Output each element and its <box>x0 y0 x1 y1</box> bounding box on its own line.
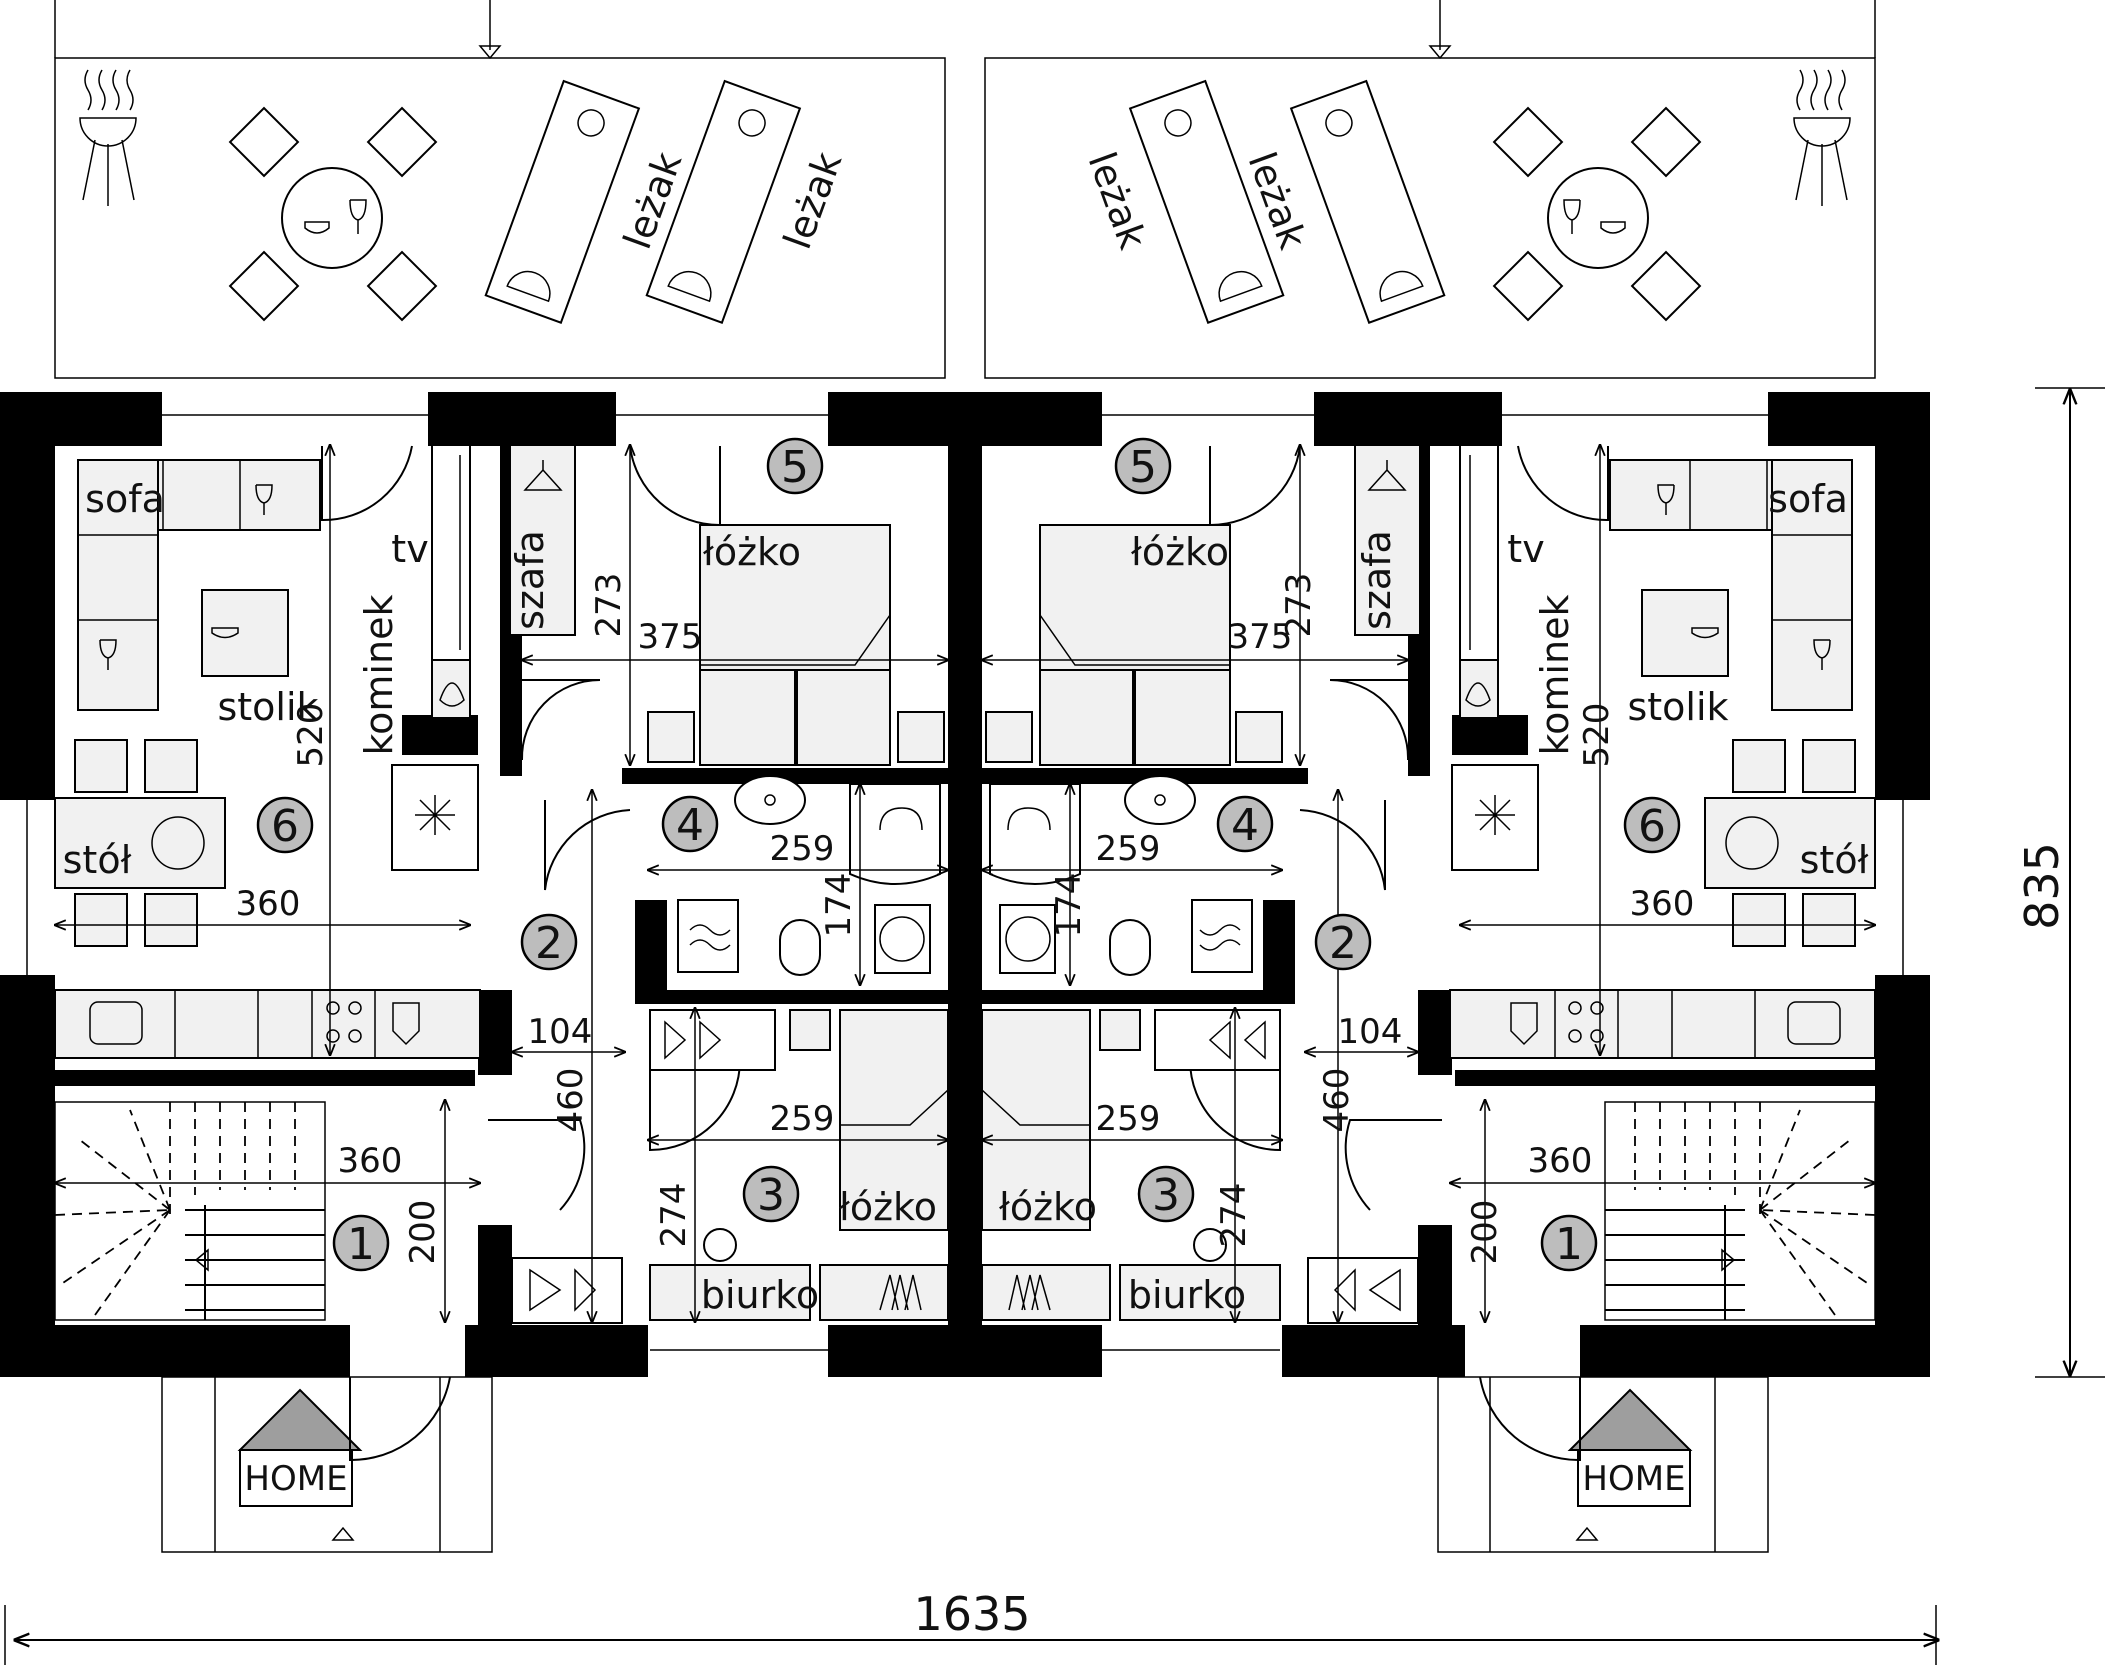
lounger-label: leżak <box>1080 146 1155 254</box>
dining-table-label: stół <box>63 838 132 882</box>
dim-bedroom3-width: 259 <box>1096 1099 1161 1139</box>
coffee-table-label: stolik <box>1627 685 1728 729</box>
dim-bath-depth: 174 <box>819 873 859 938</box>
total-width-label: 1635 <box>913 1587 1030 1641</box>
svg-text:6: 6 <box>271 801 299 852</box>
svg-text:5: 5 <box>1129 442 1157 493</box>
dim-hall-depth: 460 <box>1317 1068 1357 1133</box>
lounger-label: leżak <box>775 146 850 254</box>
room-marker-5: 5 <box>766 437 824 495</box>
svg-text:4: 4 <box>1231 800 1259 851</box>
wardrobe-label: szafa <box>1355 530 1399 630</box>
svg-text:2: 2 <box>1329 918 1357 969</box>
dim-bedroom5-depth: 273 <box>589 573 629 638</box>
svg-text:4: 4 <box>676 800 704 851</box>
bed-label: łóżko <box>703 530 801 574</box>
room-marker-1: 1 <box>1540 1214 1598 1272</box>
room-marker-2: 2 <box>520 913 578 971</box>
room-marker-6: 6 <box>1623 796 1681 854</box>
dim-living-width: 360 <box>1630 884 1695 924</box>
dim-hall-width: 104 <box>1338 1012 1403 1052</box>
bed-label: łóżko <box>999 1185 1097 1229</box>
total-depth-label: 835 <box>2015 842 2069 930</box>
dim-living-width: 360 <box>236 884 301 924</box>
unit-right <box>948 0 1930 1552</box>
room-marker-3: 3 <box>1137 1165 1195 1223</box>
dim-stair-depth: 200 <box>1465 1200 1505 1265</box>
tv-label: tv <box>1507 527 1544 571</box>
tv-label: tv <box>391 527 428 571</box>
room-marker-4: 4 <box>661 795 719 853</box>
wardrobe-label: szafa <box>508 530 552 630</box>
dim-living-depth: 520 <box>1577 703 1617 768</box>
fireplace-label: kominek <box>1533 595 1577 756</box>
dim-bedroom3-depth: 274 <box>654 1183 694 1248</box>
unit-left <box>0 0 982 1552</box>
dim-bath-depth: 174 <box>1049 873 1089 938</box>
room-marker-2: 2 <box>1314 913 1372 971</box>
room-marker-1: 1 <box>332 1214 390 1272</box>
room-marker-5: 5 <box>1114 437 1172 495</box>
coffee-table-label: stolik <box>217 685 318 729</box>
svg-text:1: 1 <box>347 1219 375 1270</box>
dim-hall-width: 104 <box>528 1012 593 1052</box>
dim-bedroom5-width: 375 <box>1228 617 1293 657</box>
svg-text:3: 3 <box>1152 1170 1180 1221</box>
dim-bedroom5-width: 375 <box>638 617 703 657</box>
dim-stair-width: 360 <box>1528 1141 1593 1181</box>
dim-hall-depth: 460 <box>551 1068 591 1133</box>
room-marker-6: 6 <box>256 796 314 854</box>
dim-bath-width: 259 <box>1096 829 1161 869</box>
room-marker-3: 3 <box>742 1165 800 1223</box>
desk-label: biurko <box>1128 1273 1246 1317</box>
dim-bedroom5-depth: 273 <box>1279 573 1319 638</box>
dim-bedroom3-width: 259 <box>770 1099 835 1139</box>
svg-text:1: 1 <box>1555 1219 1583 1270</box>
bed-label: łóżko <box>1131 530 1229 574</box>
dim-stair-width: 360 <box>338 1141 403 1181</box>
svg-text:2: 2 <box>535 918 563 969</box>
sofa-label: sofa <box>1768 477 1848 521</box>
dim-stair-depth: 200 <box>403 1200 443 1265</box>
svg-text:6: 6 <box>1638 801 1666 852</box>
svg-text:5: 5 <box>781 442 809 493</box>
dim-living-depth: 520 <box>291 703 331 768</box>
dim-bedroom3-depth: 274 <box>1214 1183 1254 1248</box>
dining-table-label: stół <box>1800 838 1869 882</box>
sofa-label: sofa <box>85 477 165 521</box>
desk-label: biurko <box>701 1273 819 1317</box>
fireplace-label: kominek <box>357 595 401 756</box>
dim-bath-width: 259 <box>770 829 835 869</box>
svg-text:3: 3 <box>757 1170 785 1221</box>
home-sign-left: HOME <box>244 1459 347 1499</box>
room-marker-4: 4 <box>1216 795 1274 853</box>
bed-label: łóżko <box>839 1185 937 1229</box>
home-sign-right: HOME <box>1582 1459 1685 1499</box>
